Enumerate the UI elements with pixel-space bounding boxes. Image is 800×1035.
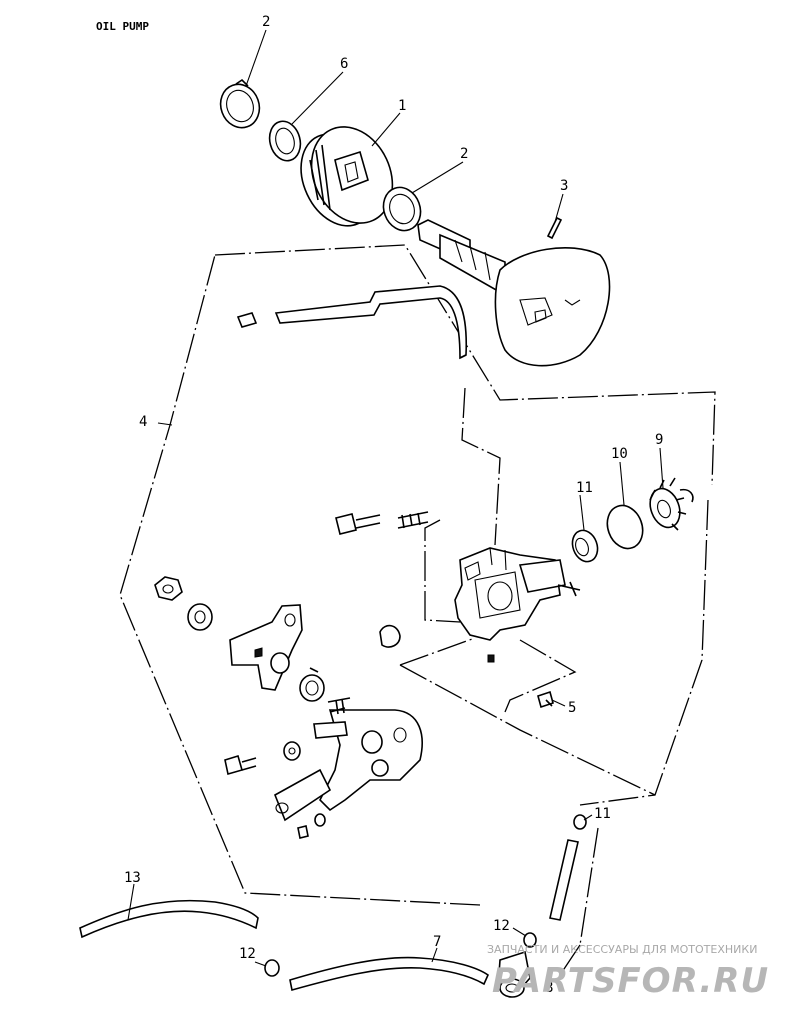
callout-10: 10 xyxy=(611,446,628,462)
bolt-long xyxy=(335,511,429,535)
callout-2-top: 2 xyxy=(262,14,270,30)
oil-hose-7 xyxy=(289,956,489,992)
watermark-brand: PARTSFOR.RU xyxy=(492,961,769,1001)
callout-4: 4 xyxy=(139,414,147,430)
callout-6: 6 xyxy=(340,56,348,72)
oil-hose-vertical xyxy=(549,839,579,921)
callout-13: 13 xyxy=(124,870,141,886)
watermark-caption: ЗАПЧАСТИ И АКСЕССУАРЫ ДЛЯ МОТОТЕХНИКИ xyxy=(487,943,757,956)
hose-clamp-upper xyxy=(573,814,587,830)
pump-rotor xyxy=(300,126,394,227)
diagram-title: OIL PUMP xyxy=(96,20,149,33)
control-lever xyxy=(229,604,303,691)
hex-nut xyxy=(154,576,183,601)
bearing xyxy=(571,529,599,563)
callout-2-right: 2 xyxy=(460,146,468,162)
drive-gear xyxy=(649,477,694,531)
circlip-top xyxy=(219,78,261,129)
assembly-boundary xyxy=(119,244,716,976)
callout-8: 8 xyxy=(545,980,553,996)
callout-12-upper: 11 xyxy=(594,806,611,822)
circlip-right xyxy=(382,186,422,232)
callout-3: 3 xyxy=(560,178,568,194)
oil-hose-13 xyxy=(79,899,259,939)
callout-12-lower: 12 xyxy=(239,946,256,962)
hose-clamp-lower xyxy=(264,959,280,977)
drive-pin xyxy=(546,216,563,240)
washer-small xyxy=(283,741,301,761)
oil-pipe xyxy=(236,285,468,360)
hose-fitting xyxy=(497,950,531,998)
callout-11: 11 xyxy=(576,480,593,496)
hose-clamp-middle xyxy=(523,932,537,948)
lever-body xyxy=(273,697,423,822)
screw-lever xyxy=(297,813,326,839)
lower-boundary xyxy=(399,637,656,796)
inner-boundary xyxy=(424,387,577,713)
callout-5: 5 xyxy=(568,700,576,716)
pump-body xyxy=(454,547,581,663)
callout-1: 1 xyxy=(398,98,406,114)
seal-ring xyxy=(268,120,302,162)
callout-12-middle: 12 xyxy=(493,918,510,934)
o-ring xyxy=(606,504,644,550)
spring-washer xyxy=(299,667,325,702)
callout-7: 7 xyxy=(433,934,441,950)
gasket xyxy=(379,624,401,648)
leader-lines xyxy=(127,29,664,967)
washer-c xyxy=(187,603,213,631)
screw-small xyxy=(537,690,554,709)
pump-shaft-gear xyxy=(417,219,611,367)
callout-9: 9 xyxy=(655,432,663,448)
bolt-lever xyxy=(224,754,257,776)
